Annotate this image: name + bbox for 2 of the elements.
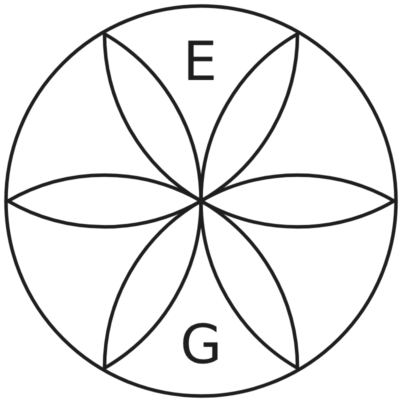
letter-label: E — [182, 35, 218, 89]
letter-label: G — [180, 318, 222, 372]
